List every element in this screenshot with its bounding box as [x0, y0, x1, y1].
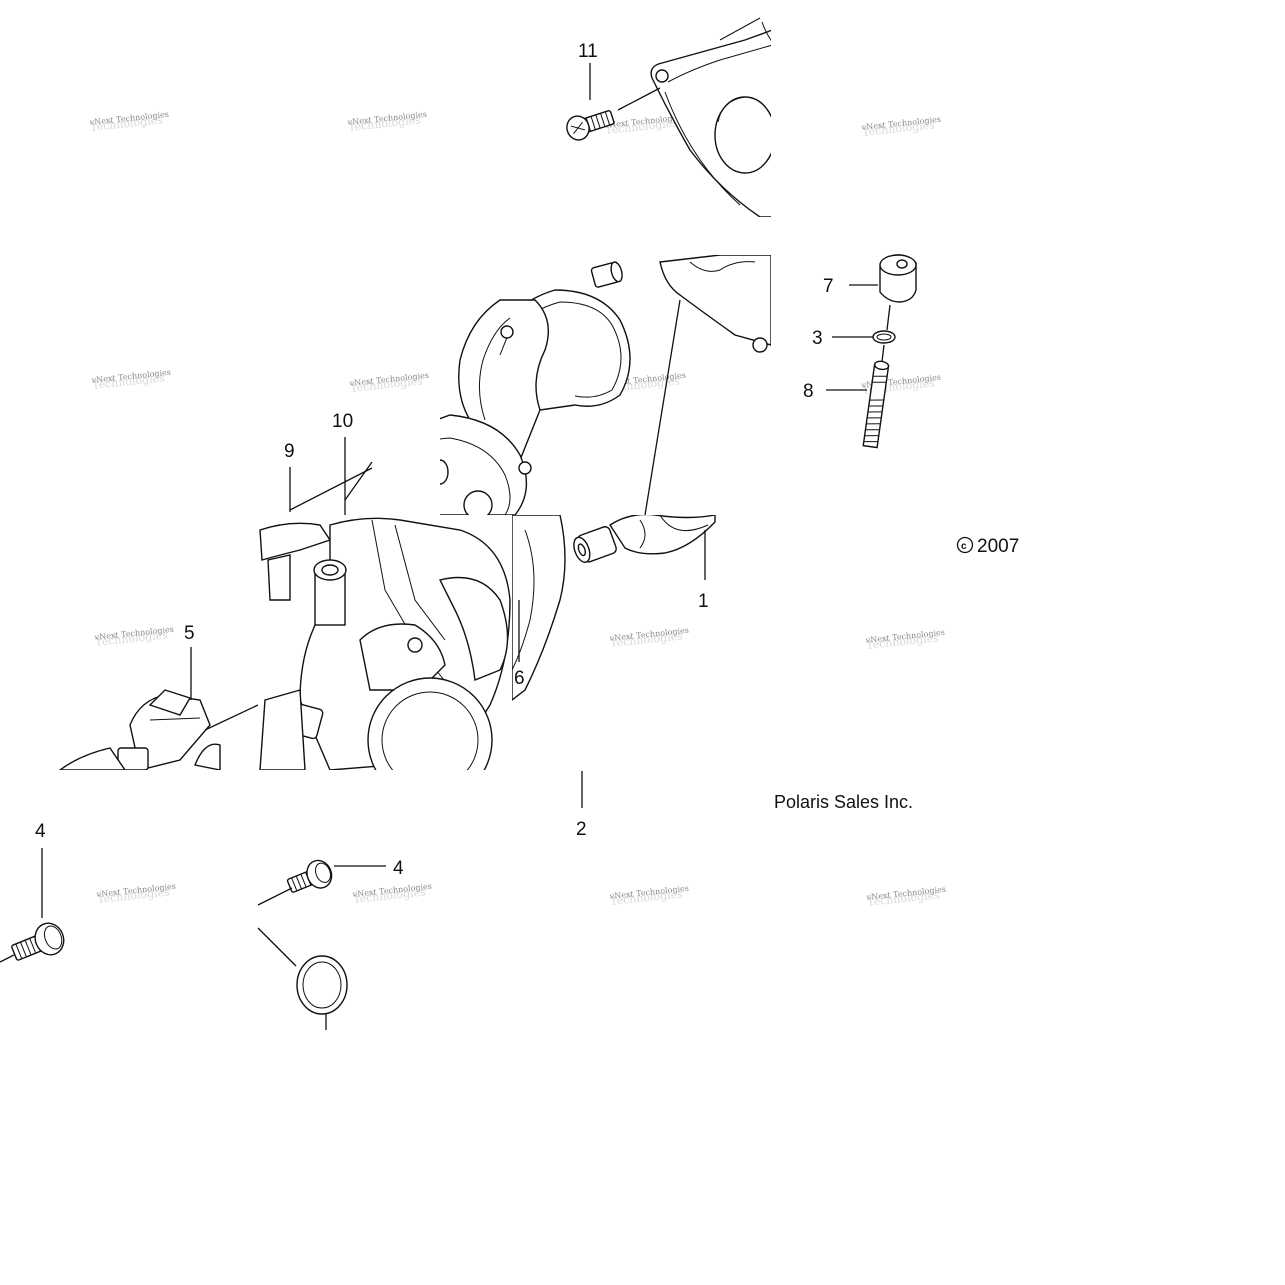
watermark: Technologies vNext Technologies	[348, 371, 429, 395]
callout-5[interactable]: 5	[184, 623, 195, 644]
watermark: Technologies vNext Technologies	[346, 110, 427, 134]
callout-2[interactable]: 2	[576, 819, 587, 840]
callout-group-5: 5	[184, 623, 195, 700]
copyright-icon	[956, 536, 974, 554]
hose-tile	[512, 515, 716, 701]
watermark: Technologies vNext Technologies	[95, 882, 176, 906]
watermark: Technologies vNext Technologies	[88, 110, 169, 134]
leader-line	[644, 299, 681, 515]
callout-8[interactable]: 8	[803, 381, 814, 402]
callout-group-10: 10	[332, 411, 373, 515]
watermark: Technologies vNext Technologies	[608, 884, 689, 908]
callout-11[interactable]: 11	[578, 41, 598, 62]
o-ring	[257, 927, 348, 1030]
callout-9[interactable]: 9	[284, 441, 295, 462]
copyright-year: 2007	[977, 536, 1019, 557]
thermostat-tile	[58, 689, 258, 770]
callout-6[interactable]: 6	[514, 668, 525, 689]
leader-line	[886, 304, 891, 331]
callout-3[interactable]: 3	[812, 328, 823, 349]
callout-group-6: 6	[514, 600, 525, 689]
watermark: Technologies vNext Technologies	[90, 368, 171, 392]
watermark: Technologies vNext Technologies	[864, 628, 945, 652]
callout-7[interactable]: 7	[823, 276, 834, 297]
callout-group-1: 1	[698, 530, 709, 612]
watermark: Technologies vNext Technologies	[93, 625, 174, 649]
callout-4-right[interactable]: 4	[393, 858, 404, 879]
callout-10[interactable]: 10	[332, 411, 353, 432]
leader-line	[289, 467, 373, 511]
watermark: Technologies vNext Technologies	[608, 626, 689, 650]
leader-line	[257, 887, 293, 906]
copyright-symbol: c	[961, 541, 967, 552]
leader-line	[0, 954, 15, 963]
part-3-washer: 3	[812, 328, 896, 349]
pump-body-tile	[259, 517, 511, 770]
watermark: Technologies vNext Technologies	[865, 885, 946, 909]
leader-line	[204, 704, 258, 731]
leader-line	[881, 344, 885, 363]
part-8-stud: 8	[803, 360, 890, 449]
company-name: Polaris Sales Inc.	[774, 792, 913, 812]
part-4-screw-right: 4	[257, 858, 404, 906]
leader-line	[257, 927, 297, 967]
part-7-nut: 7	[823, 254, 917, 303]
copyright-notice: c 2007	[956, 536, 1019, 557]
callout-4-left[interactable]: 4	[35, 821, 46, 842]
leader-line	[617, 87, 661, 111]
leader-line	[344, 461, 373, 501]
callout-group-2: 2	[576, 771, 587, 840]
part-4-screw-left: 4	[0, 821, 65, 963]
callout-group-9: 9	[284, 441, 373, 512]
watermark: Technologies vNext Technologies	[860, 115, 941, 139]
pump-housing-tile	[440, 255, 771, 515]
watermark: Technologies vNext Technologies	[351, 882, 432, 906]
cover-plate-tile	[650, 17, 771, 217]
callout-1[interactable]: 1	[698, 591, 709, 612]
part-11-bolt: 11	[566, 41, 661, 141]
